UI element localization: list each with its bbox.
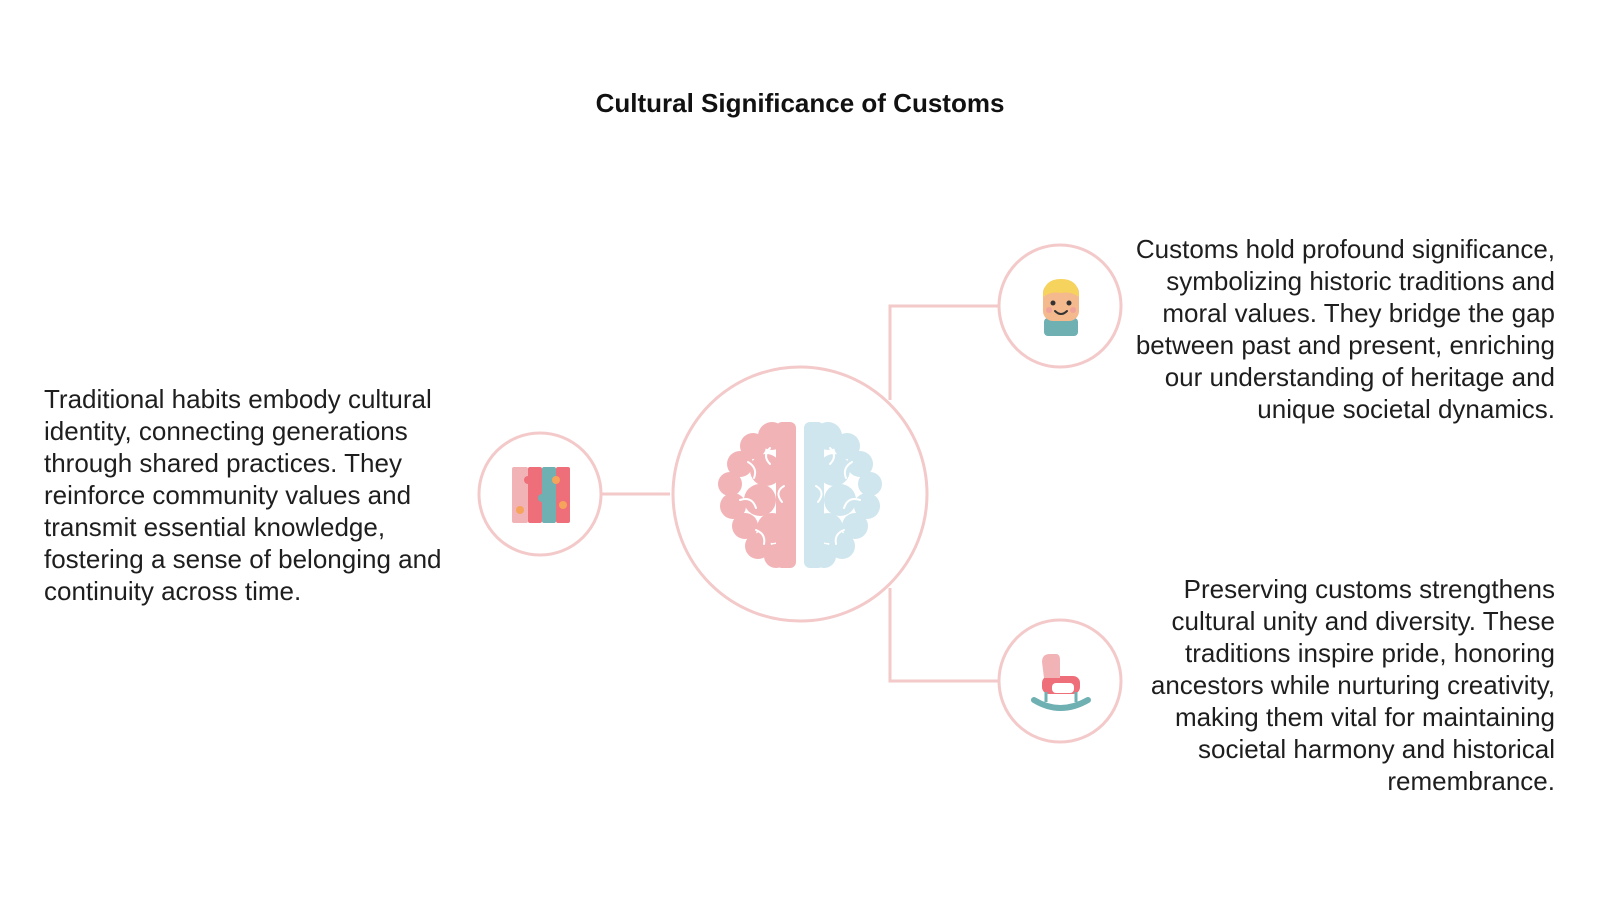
child-face-icon [1043, 279, 1079, 336]
bottom-right-node [997, 618, 1123, 744]
left-node-text: Traditional habits embody cultural ident… [44, 384, 442, 606]
bottom-right-node-text: Preserving customs strengthens cultural … [1150, 574, 1555, 796]
left-node [477, 431, 603, 557]
connector-bottom-right [888, 588, 998, 683]
connector-top-right [888, 304, 998, 400]
top-right-node-text: Customs hold profound significance, symb… [1135, 234, 1555, 424]
page-title: Cultural Significance of Customs [595, 88, 1005, 118]
rocking-horse-icon [1031, 654, 1091, 711]
puzzle-icon [512, 467, 570, 523]
brain-icon [718, 422, 882, 568]
connectors [601, 304, 998, 683]
top-right-node [997, 243, 1123, 369]
center-node [671, 365, 929, 623]
